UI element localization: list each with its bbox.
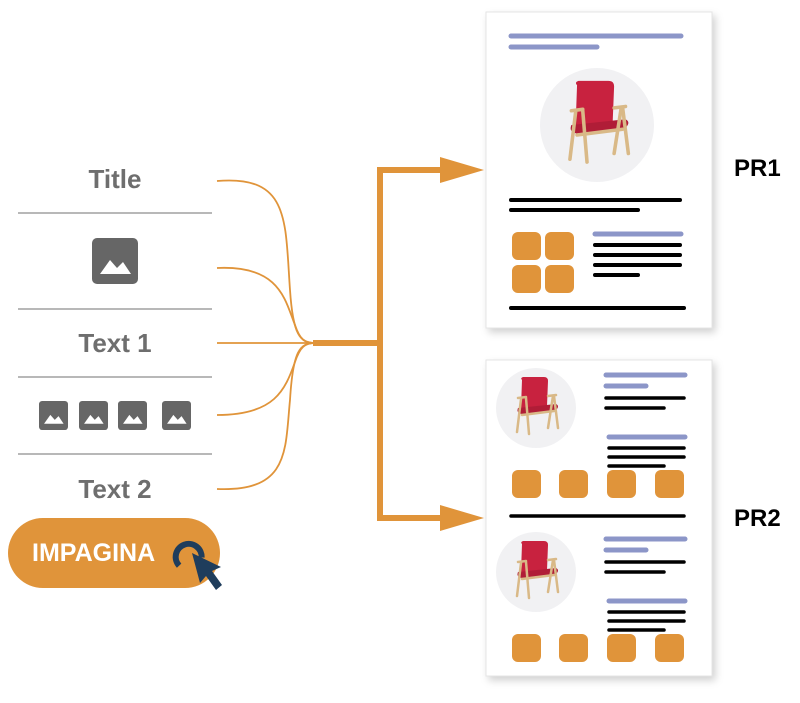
arrow-head-pr1 <box>440 157 484 183</box>
merge-connectors <box>216 179 316 490</box>
image-icon <box>92 238 138 284</box>
impagina-button[interactable]: IMPAGINA <box>8 518 220 588</box>
title-label: Title <box>88 164 142 194</box>
page-pr2 <box>485 359 713 677</box>
image-icon <box>118 401 147 430</box>
image-icon <box>162 401 191 430</box>
arrow-head-pr2 <box>440 505 484 531</box>
image-icon <box>79 401 108 430</box>
pr1-label: PR1 <box>734 155 781 182</box>
input-dividers <box>18 212 212 455</box>
text2-label: Text 2 <box>78 474 152 504</box>
pr2-label: PR2 <box>734 505 781 532</box>
image-icon <box>39 401 68 430</box>
text1-label: Text 1 <box>78 328 152 358</box>
page-pr1 <box>485 11 713 329</box>
flow-arrows <box>313 167 444 521</box>
impagina-label: IMPAGINA <box>32 539 156 567</box>
gallery-icons <box>39 401 191 430</box>
